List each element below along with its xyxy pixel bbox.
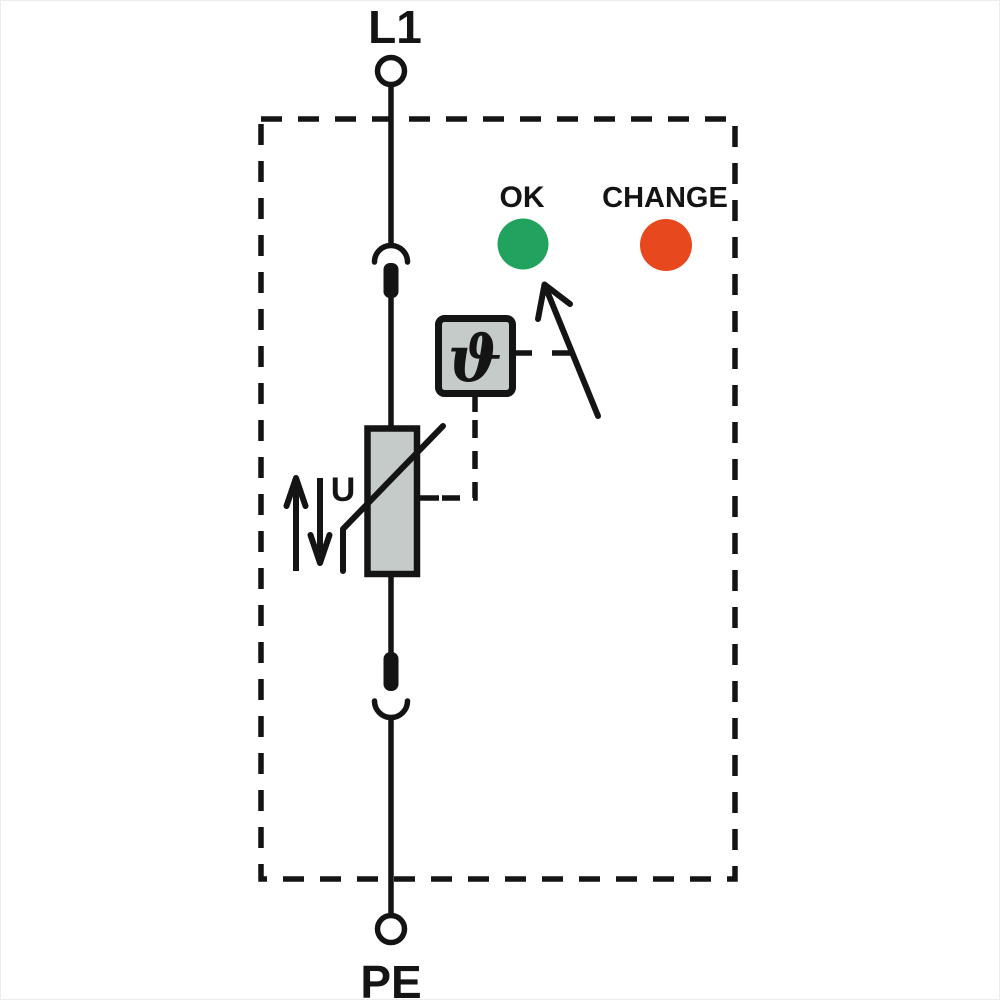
thermal-monitor-box [435,315,516,397]
change-indicator-label: CHANGE [602,182,728,214]
terminal-label-l1: L1 [368,1,422,53]
disconnect-arrow [535,281,601,419]
voltage-arrows: U [283,471,356,571]
sense-dashed-link [442,409,478,501]
terminal-circle-pe [374,912,408,946]
voltage-label: U [331,471,356,509]
thermal-monitor-theta-glyph: ϑ [448,322,502,397]
thermal-fuse-bead-bottom [383,652,399,691]
terminal-circle-l1 [374,54,408,88]
voltage-up-arrow-head [283,475,309,509]
plug-contact-arc-bottom [371,698,411,721]
change-indicator-light [640,219,692,271]
terminal-label-pe: PE [360,956,421,1001]
voltage-down-arrow-head [307,532,333,566]
disconnect-arrow-shaft [542,283,601,419]
varistor-body [364,425,421,578]
varistor-diagonal [340,423,446,574]
ok-indicator-label: OK [500,181,545,214]
enclosure-dashed-outline [258,116,738,882]
plug-contact-arc-top [371,242,411,265]
thermal-fuse-bead-top [383,263,399,298]
disconnect-arrow-head [535,281,573,322]
ok-indicator-light [497,218,549,270]
